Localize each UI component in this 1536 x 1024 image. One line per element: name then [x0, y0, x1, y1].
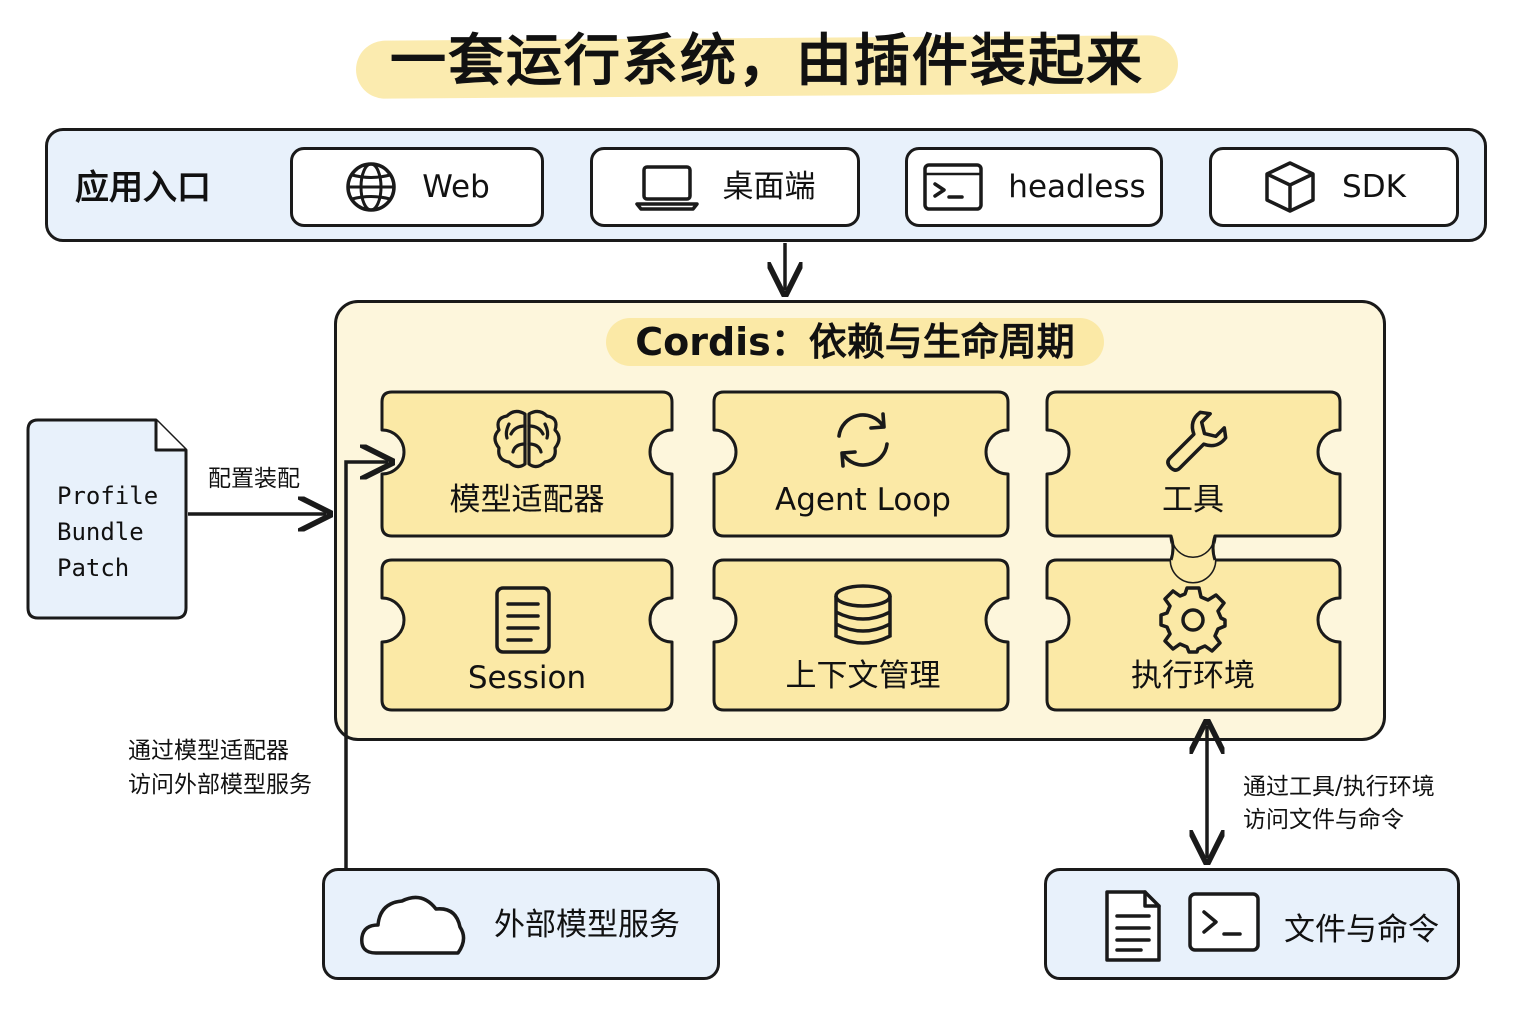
profile-line: Profile: [57, 482, 159, 510]
model-access-label-line1: 通过模型适配器: [128, 738, 289, 764]
profile-lines: Profile Bundle Patch: [57, 478, 158, 586]
entry-headless-label: headless: [1008, 169, 1146, 205]
model-service-arrow: [344, 462, 388, 868]
globe-icon: [346, 162, 396, 212]
external-model-service-label: 外部模型服务: [494, 907, 680, 943]
model-access-label-line2: 访问外部模型服务: [128, 772, 312, 798]
entry-web[interactable]: Web: [290, 147, 544, 227]
module-tools-label: 工具: [1162, 482, 1224, 518]
profile-document: [26, 418, 188, 620]
file-access-label-line2: 访问文件与命令: [1243, 807, 1404, 833]
cordis-title-highlight: [606, 318, 1104, 366]
document-icon: [495, 586, 551, 654]
puzzle-tab-tools-runtime: [1171, 536, 1215, 582]
module-agent-loop-label: Agent Loop: [775, 482, 951, 518]
module-model-adapter-label: 模型适配器: [449, 482, 605, 518]
wrench-icon: [1166, 410, 1228, 472]
refresh-icon: [837, 412, 889, 468]
laptop-icon: [634, 165, 699, 211]
entry-sdk-label: SDK: [1342, 169, 1406, 205]
gear-icon: [1159, 586, 1227, 654]
puzzle-piece-model-adapter: [380, 390, 674, 538]
database-icon: [834, 584, 892, 645]
cube-icon: [1265, 161, 1315, 213]
file-icon: [1105, 890, 1161, 962]
entry-desktop-label: 桌面端: [722, 169, 816, 205]
terminal-icon: [923, 163, 984, 211]
entry-desktop[interactable]: 桌面端: [590, 147, 860, 227]
profile-line: Patch: [57, 554, 130, 582]
terminal-icon: [1188, 892, 1260, 952]
profile-line: Bundle: [57, 518, 144, 546]
app-entry-label: 应用入口: [75, 168, 211, 208]
file-access-label-line1: 通过工具/执行环境: [1243, 774, 1435, 800]
brain-icon: [493, 409, 561, 469]
entry-headless[interactable]: headless: [905, 147, 1163, 227]
puzzle-piece-context: [712, 558, 1010, 712]
module-context-label: 上下文管理: [785, 658, 941, 694]
puzzle-piece-session: [380, 558, 674, 712]
module-session-label: Session: [467, 660, 587, 696]
entry-sdk[interactable]: SDK: [1209, 147, 1459, 227]
module-runtime-label: 执行环境: [1131, 658, 1255, 694]
files-commands-label: 文件与命令: [1284, 912, 1439, 948]
page-title: 一套运行系统，由插件装起来: [390, 29, 1144, 94]
config-assembly-label: 配置装配: [208, 466, 300, 492]
entry-web-label: Web: [422, 169, 490, 205]
cordis-title: Cordis：依赖与生命周期: [635, 320, 1075, 364]
cloud-icon: [360, 895, 466, 955]
puzzle-piece-tools: [1045, 390, 1342, 560]
